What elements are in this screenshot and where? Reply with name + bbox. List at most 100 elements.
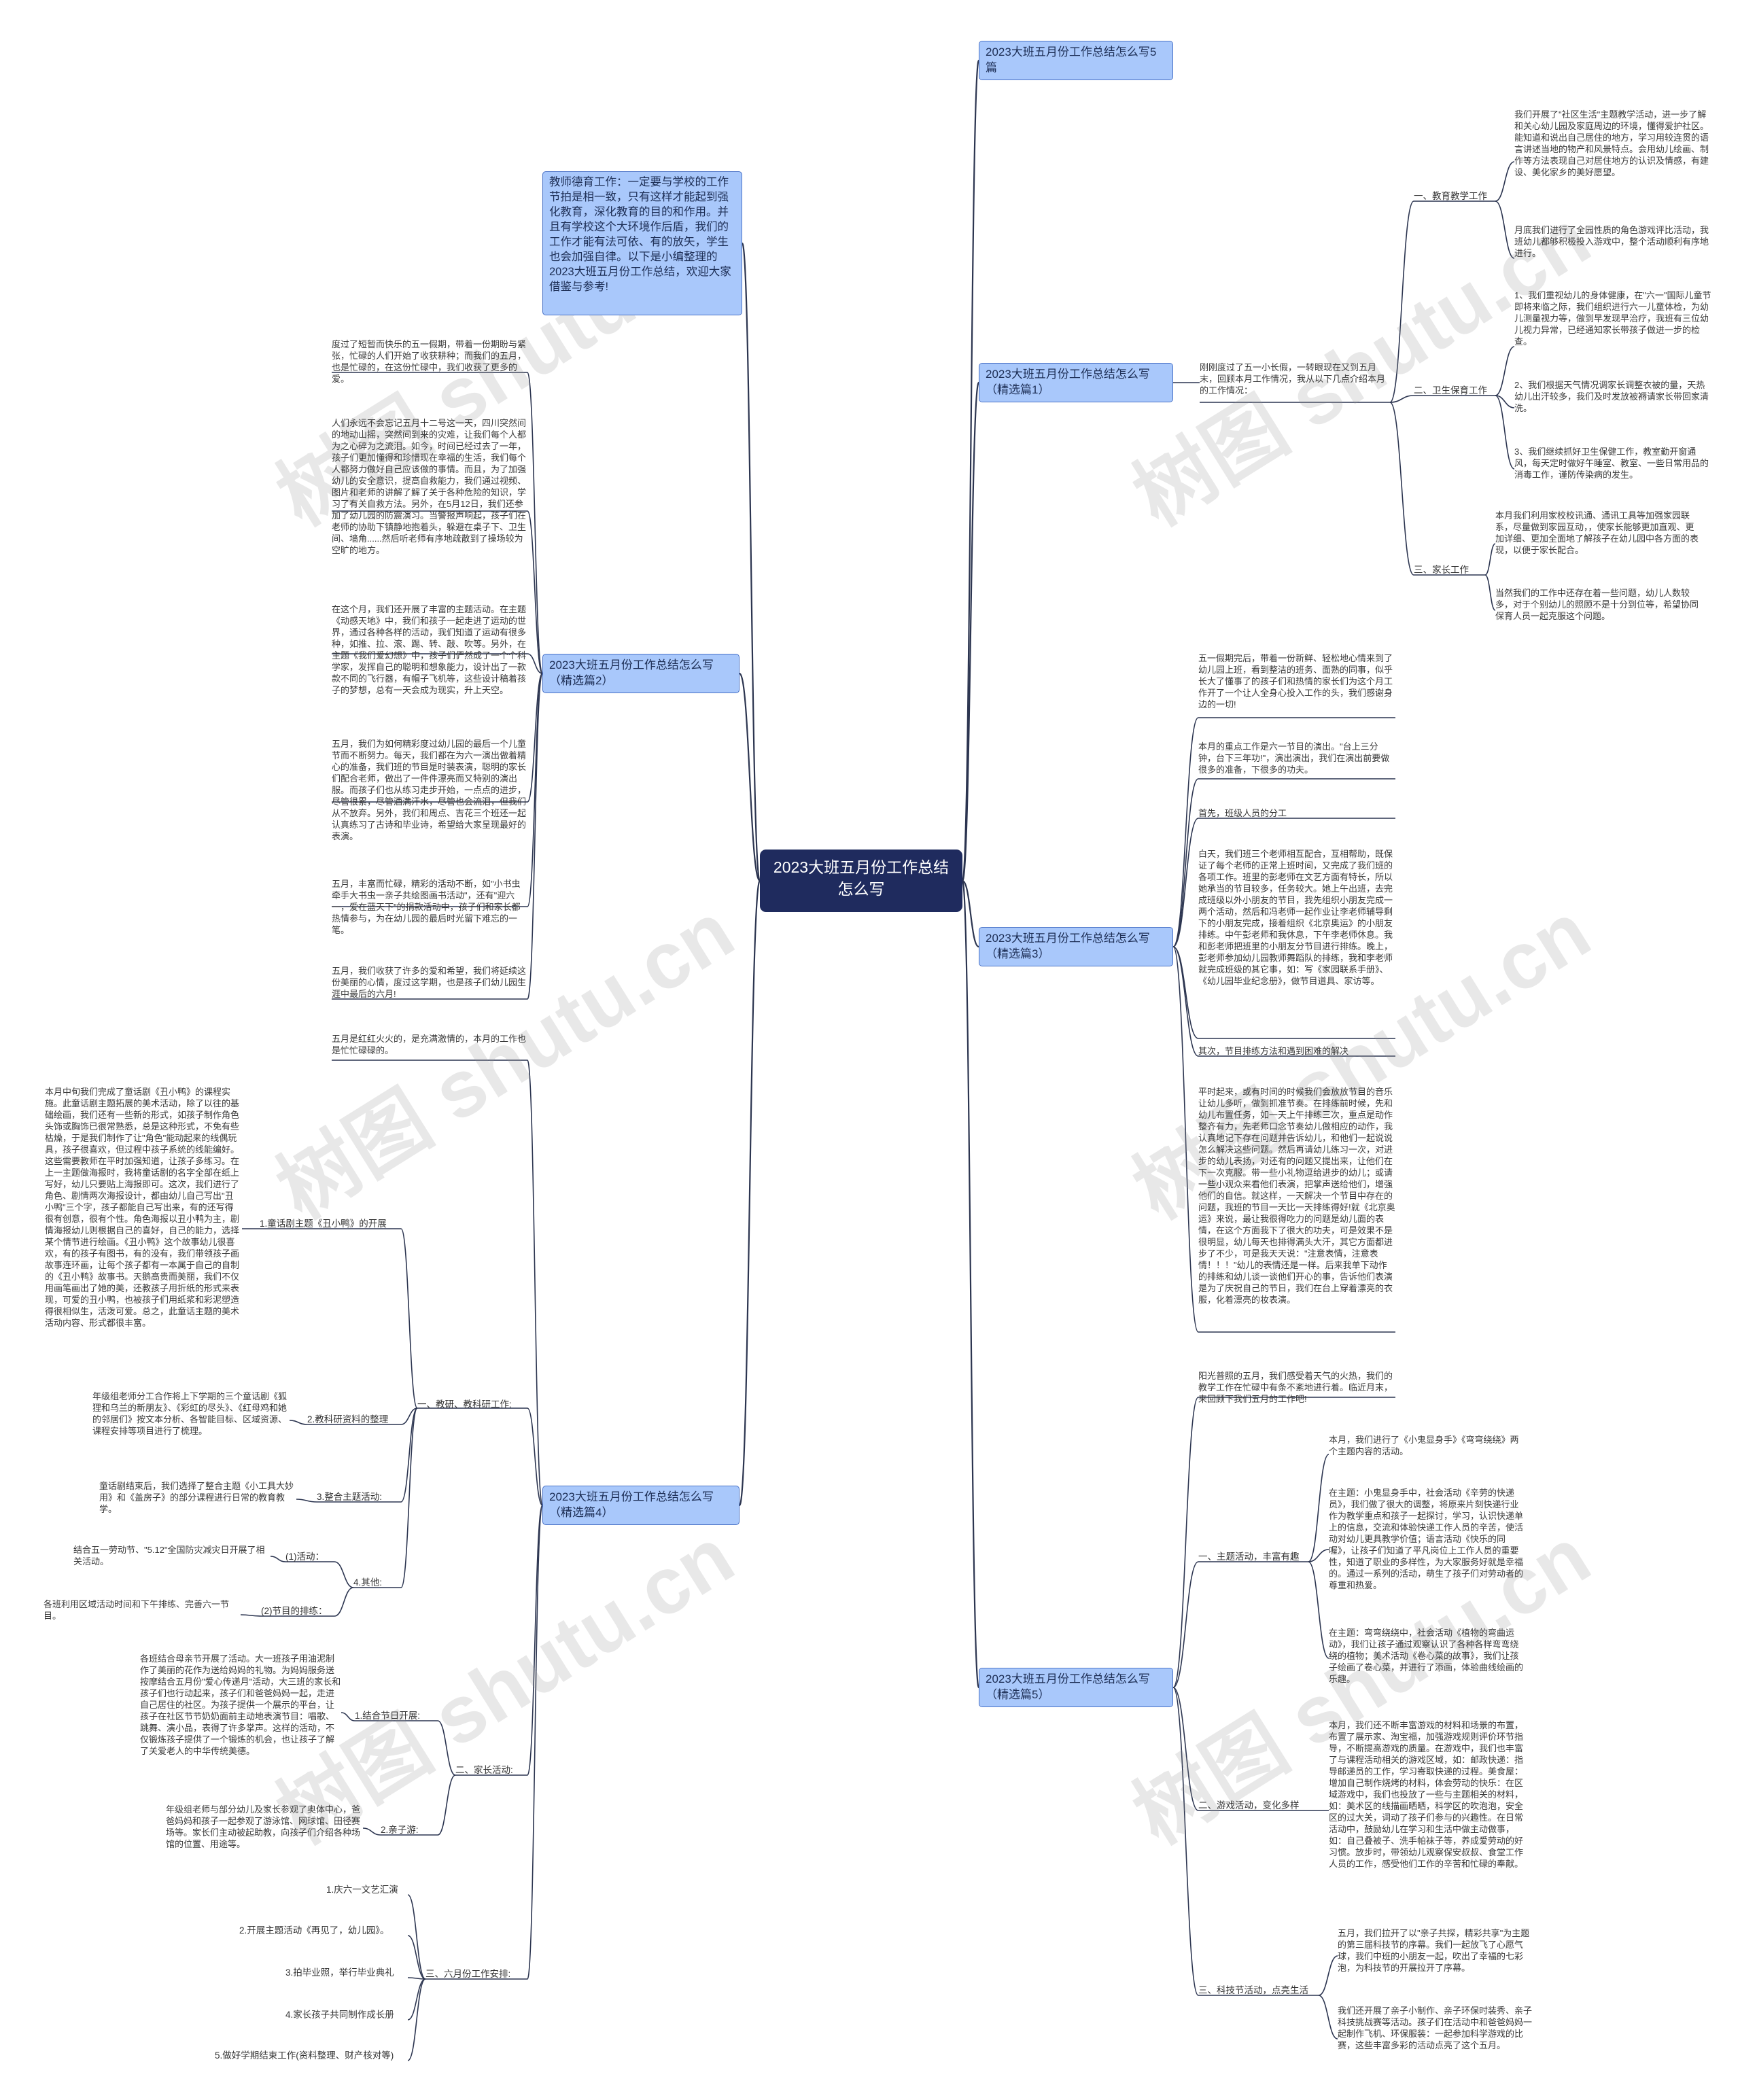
p4-parent2-label: 2.亲子游: [381,1825,419,1835]
p2-text-2: 人们永远不会忘记五月十二号这一天，四川突然间的地动山摇，突然间到来的灾难，让我们… [332,418,527,555]
connector [527,372,543,674]
p4-item3-text: 童话剧结束后，我们选择了整合主题《小工具大妙用》和《盖房子》的部分课程进行日常的… [99,1481,294,1514]
connector [1308,1561,1329,1659]
p5-theme-3: 在主题：弯弯绕绕中，社会活动《植物的弯曲运动》，我们让孩子通过观察认识了各种各样… [1329,1628,1524,1684]
connector [1389,395,1414,403]
connector [1389,200,1414,403]
connector [437,1720,456,1776]
p4-item4a-text: 结合五一劳动节、"5.12"全国防灾减灾日开展了相关活动。 [73,1545,265,1567]
p4-item2-text: 年级组老师分工合作将上下学期的三个童话剧《狐狸和乌兰的新朋友》、《彩虹的尽头》、… [92,1391,288,1436]
connector [407,1978,426,2020]
connector [527,673,543,803]
connector [407,1977,426,1980]
connector [527,1505,543,1776]
connector [1308,1454,1329,1562]
p5-games-1: 本月，我们还不断丰富游戏的材料和场景的布置，布置了展示家、淘宝福，加强游戏规则评… [1329,1720,1524,1869]
connector [1495,346,1515,396]
p1-label-teaching: 一、教育教学工作 [1414,191,1487,201]
p4-parent1-label: 1.结合节日开展: [355,1711,421,1721]
connector [1495,395,1515,470]
intro-node[interactable]: 教师德育工作：一定要与学校的工作节拍是相一致，只有这样才能起到强化教育，深化教育… [542,171,742,315]
branch-part4[interactable]: 2023大班五月份工作总结怎么写（精选篇4） [542,1486,740,1525]
connector [1172,778,1199,947]
connector [961,381,980,882]
connector [1172,946,1199,1333]
connector [362,1827,381,1836]
p4-item4a-label: (1)活动： [285,1552,324,1562]
connector [1172,1687,1199,1996]
connector [527,673,543,1000]
p1-parents-2: 当然我们的工作中还存在着一些问题，幼儿人数较多，对于个别幼儿的照顾不是十分到位等… [1495,588,1699,621]
connector [527,1505,543,1980]
connector [407,1935,426,1980]
p2-text-1: 度过了短暂而快乐的五一假期，带着一份期盼与紧张，忙碌的人们开始了收获耕种；而我们… [332,339,527,384]
p1-parents-1: 本月我们利用家校校讯通、通讯工具等加强家园联系，尽量做到家园互动，，使家长能够更… [1495,510,1699,555]
connector [400,1228,418,1409]
p1-lead: 刚刚度过了五一小长假，一转眼现在又到五月末，回顾本月工作情况，我从以下几点介绍本… [1200,362,1386,396]
p3-text-1: 五一假期完后，带着一份新鲜、轻松地心情来到了幼儿园上班，看到整洁的班务、面熟的同… [1198,653,1393,710]
p4-june-2: 2.开展主题活动《再见了，幼儿园》。 [239,1925,389,1936]
connector [1318,1955,1338,1996]
connector [1495,161,1515,202]
connector [961,879,980,948]
connector [400,1407,418,1503]
p5-label-theme: 一、主题活动，丰富有趣 [1198,1552,1300,1562]
connector [1308,1549,1329,1562]
connector [1172,1687,1199,1811]
p5-label-games: 二、游戏活动，变化多样 [1198,1800,1300,1810]
connector [407,1978,426,2061]
p1-teaching-2: 月底我们进行了全园性质的角色游戏评比活动，我班幼儿都够积极投入游戏中，整个活动顺… [1514,225,1709,258]
connector [334,1561,354,1588]
p2-text-4: 五月，我们为如何精彩度过幼儿园的最后一个儿童节而不断努力。每天，我们都在为六一演… [332,739,527,841]
connector [1172,818,1199,947]
p1-health-2: 2、我们根据天气情况调家长调整衣被的量，天热幼儿出汗较多，我们及时发放被褥请家长… [1514,380,1709,413]
p2-text-5: 五月，丰富而忙碌，精彩的活动不断，如"小书虫牵手大书虫一亲子共绘图画书活动"，还… [332,879,521,935]
p5-theme-2: 在主题：小鬼显身手中，社会活动《辛劳的快递员》，我们做了很大的调整，将原来片刻快… [1329,1488,1524,1590]
connector [1172,1561,1199,1688]
connector [961,879,980,1689]
connector [1495,200,1515,259]
p4-june-4: 4.家长孩子共同制作成长册 [285,2010,394,2020]
p4-parent2-text: 年级组老师与部分幼儿及家长参观了奥体中心，爸爸妈妈和孩子一起参观了游泳馆、网球馆… [166,1804,361,1849]
branch-overview[interactable]: 2023大班五月份工作总结怎么写5篇 [979,41,1173,80]
p5-science-1: 五月，我们拉开了以"亲子共探，精彩共享"为主题的第三届科技节的序幕。我们一起放飞… [1338,1928,1530,1973]
p1-label-parents: 三、家长工作 [1414,565,1469,575]
p5-label-science: 三、科技节活动，点亮生活 [1198,1985,1308,1995]
p5-lead: 阳光普照的五月，我们感受着天气的火热，我们的教学工作在忙碌中有条不紊地进行着。临… [1198,1371,1393,1404]
p4-lead: 五月是红红火火的，是充满激情的，本月的工作也是忙忙碌碌的。 [332,1034,527,1055]
branch-part2[interactable]: 2023大班五月份工作总结怎么写（精选篇2） [542,654,740,693]
p1-health-1: 1、我们重视幼儿的身体健康，在"六一"国际儿童节即将来临之际，我们组织进行六一儿… [1514,290,1711,347]
root-topic[interactable]: 2023大班五月份工作总结怎么写 [760,850,962,912]
connector [407,1894,426,1980]
connector [1172,1397,1199,1688]
branch-part3[interactable]: 2023大班五月份工作总结怎么写（精选篇3） [979,927,1173,966]
connector [527,673,543,907]
branch-part1[interactable]: 2023大班五月份工作总结怎么写（精选篇1） [979,363,1173,402]
connector [289,1420,308,1425]
p4-item1-text: 本月中旬我们完成了童话剧《丑小鸭》的课程实施。此童话剧主题拓展的美术活动，除了以… [45,1087,240,1328]
connector [270,1556,286,1562]
branch-part5[interactable]: 2023大班五月份工作总结怎么写（精选篇5） [979,1668,1173,1707]
connector [1484,543,1496,576]
p4-label-parents: 二、家长活动: [455,1765,513,1775]
connector [527,510,543,674]
connector [296,1499,317,1503]
p1-health-3: 3、我们继续抓好卫生保健工作，教室勤开窗通风，每天定时做好午睡室、教室、一些日常… [1514,447,1709,480]
p4-item1-label: 1.童话剧主题《丑小鸭》的开展 [260,1219,387,1229]
p3-text-5: 其次，节目排练方法和遇到困难的解决 [1198,1046,1349,1056]
connector [1318,1995,1338,2040]
p3-text-4: 白天，我们班三个老师相互配合，互相帮助，既保证了每个老师的正常上班时间，又完成了… [1198,849,1393,986]
connector [527,653,543,674]
p2-text-3: 在这个月，我们还开展了丰富的主题活动。在主题《动感天地》中，我们和孩子一起走进了… [332,604,527,695]
p4-june-1: 1.庆六一文艺汇演 [326,1885,398,1895]
p3-text-6: 平时起来，或有时间的时候我们会放放节目的音乐让幼儿多听，做到抓准节奏。在排练前时… [1198,1087,1395,1305]
connector [1495,395,1515,408]
connector [341,1712,355,1721]
connector [334,1587,354,1617]
p4-item4-label: 4.其他: [353,1577,383,1588]
connector [741,242,761,882]
connector [400,1407,418,1588]
connector [1172,946,1199,1057]
p1-label-health: 二、卫生保育工作 [1414,385,1487,396]
